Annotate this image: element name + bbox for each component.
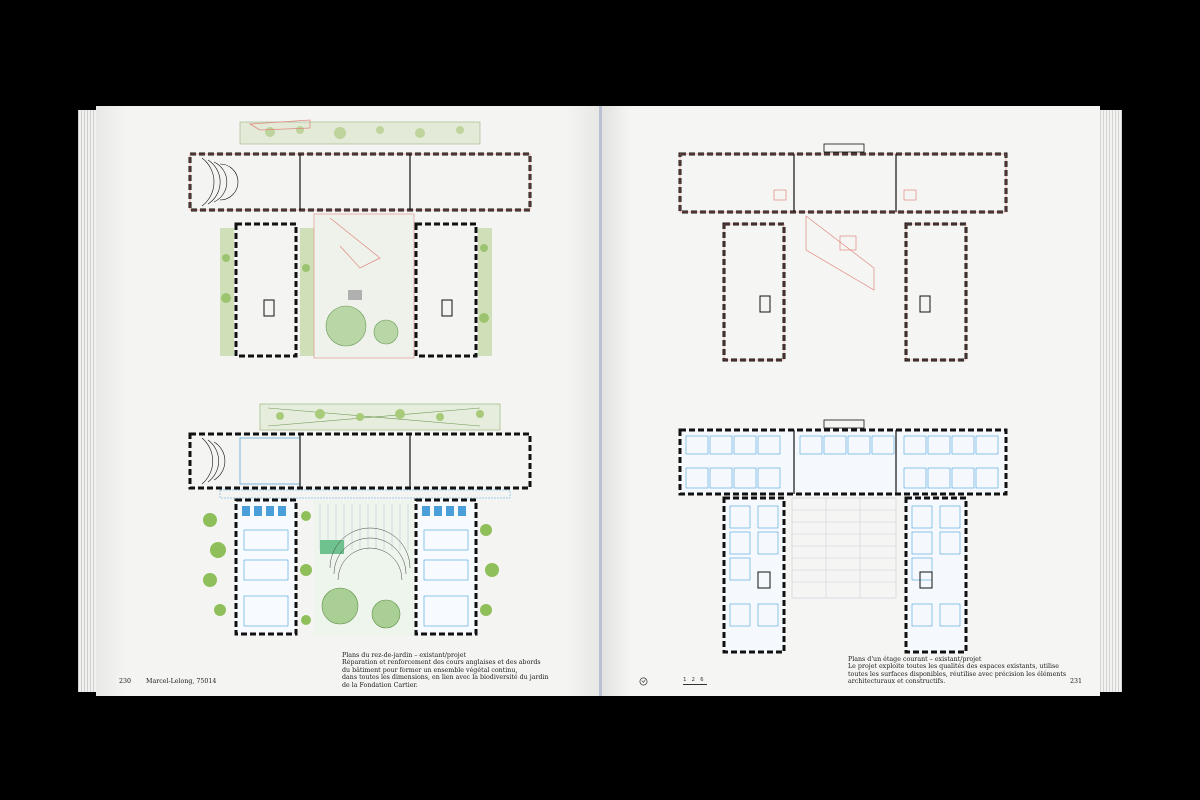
left-caption-line: Réparation et renforcement des cours ang… bbox=[342, 659, 541, 667]
right-caption-title: Plans d'un étage courant – existant/proj… bbox=[848, 656, 982, 663]
left-caption-line: dans toutes les dimensions, en lien avec… bbox=[342, 674, 549, 682]
left-caption: Plans du rez-de-jardin – existant/projet… bbox=[342, 652, 549, 689]
plan-typical-floor-existing bbox=[678, 143, 1008, 362]
chapter-indicator: 1 2 6 bbox=[683, 677, 707, 685]
page-stack-right bbox=[1100, 110, 1122, 692]
left-caption-title: Plans du rez-de-jardin – existant/projet bbox=[342, 652, 466, 659]
right-caption-line: toutes les surfaces disponibles, réutili… bbox=[848, 670, 1067, 678]
right-caption-line: architecturaux et constructifs. bbox=[848, 678, 946, 686]
plan-garden-level-existing bbox=[188, 119, 532, 359]
publisher-logo-icon bbox=[639, 677, 648, 686]
plan-typical-floor-project bbox=[678, 419, 1008, 654]
running-head: Marcel-Lelong, 75014 bbox=[146, 678, 217, 685]
left-caption-line: du bâtiment pour former un ensemble végé… bbox=[342, 666, 518, 674]
page-stack-left bbox=[78, 110, 98, 692]
left-caption-line: de la Fondation Cartier. bbox=[342, 681, 418, 689]
left-folio: 230 bbox=[119, 678, 132, 685]
chapter-indicator-bar bbox=[683, 684, 707, 685]
right-page bbox=[602, 106, 1100, 696]
chapter-indicator-text: 1 2 6 bbox=[683, 677, 705, 683]
right-caption-line: Le projet exploite toutes les qualités d… bbox=[848, 663, 1059, 671]
right-caption: Plans d'un étage courant – existant/proj… bbox=[848, 656, 1066, 686]
right-folio: 231 bbox=[1070, 678, 1083, 685]
plan-garden-level-project bbox=[188, 403, 532, 636]
book-gutter bbox=[599, 106, 602, 696]
